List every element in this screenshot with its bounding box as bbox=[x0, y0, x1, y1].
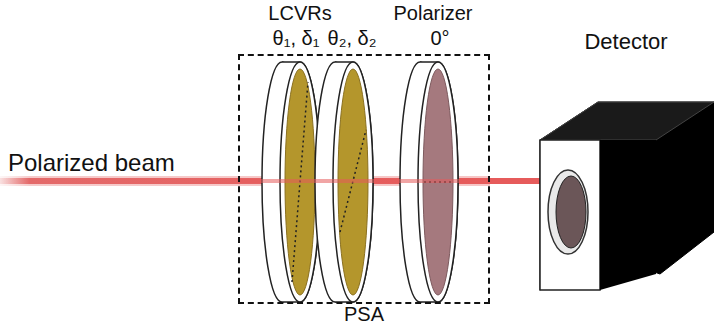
parameter-label: θ₂, δ₂ bbox=[328, 27, 377, 49]
detector-symbol bbox=[538, 62, 714, 292]
component-label: LCVRs bbox=[268, 2, 331, 24]
parameter-label: 0° bbox=[430, 27, 449, 49]
parameter-label: θ₁, δ₁ bbox=[273, 27, 320, 49]
psa-group: PSA bbox=[238, 54, 490, 304]
node-title: Detector bbox=[538, 30, 714, 60]
component-label: Polarizer bbox=[394, 2, 473, 24]
laser-beam bbox=[238, 179, 490, 183]
detector-box: Detector bbox=[538, 62, 714, 292]
node-title: PSA bbox=[240, 303, 488, 325]
beam-label: Polarized beam bbox=[8, 150, 175, 176]
